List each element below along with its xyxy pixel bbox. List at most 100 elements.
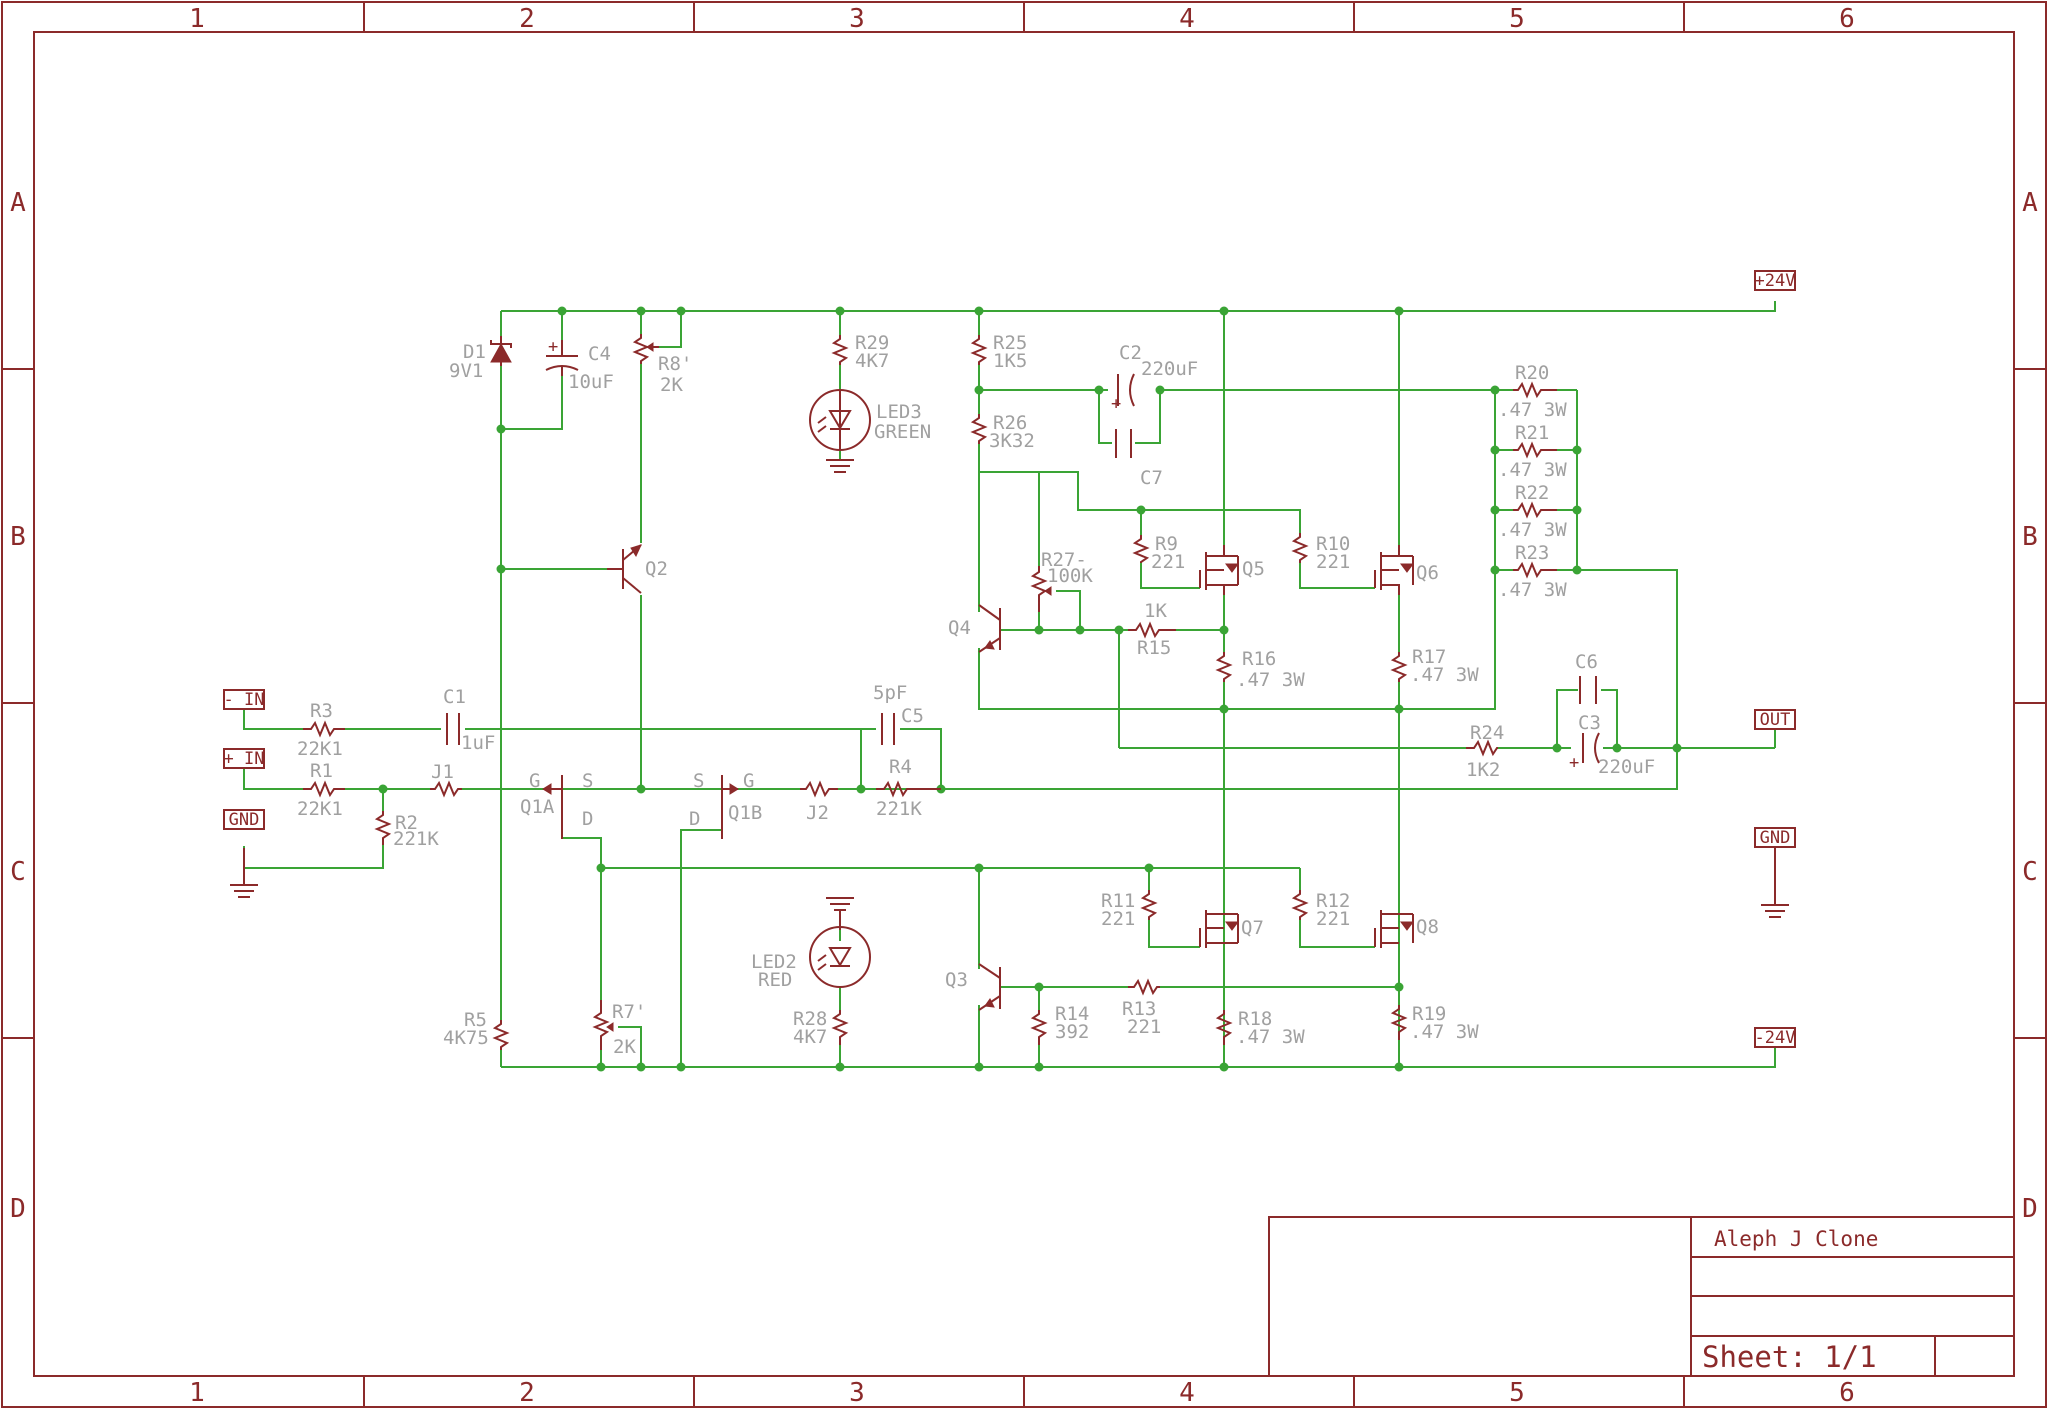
d1-name: D1 [463, 341, 486, 363]
q4-name: Q4 [948, 617, 971, 639]
resistor-r16: R16 .47 3W [1215, 648, 1305, 691]
r27-name: R27- [1041, 549, 1087, 571]
row-label-c-left: C [10, 857, 26, 887]
jumper-j2: J2 [800, 780, 838, 824]
r18-value: .47 3W [1236, 1026, 1305, 1048]
row-label-b-left: B [10, 522, 26, 552]
r9-name: R9 [1155, 533, 1178, 555]
q1b-drain: D [689, 808, 700, 830]
port-neg24v-label: -24V [1755, 1028, 1796, 1048]
r26-name: R26 [993, 412, 1027, 434]
row-label-c-right: C [2022, 857, 2038, 887]
r16-value: .47 3W [1236, 669, 1305, 691]
col-label-4-bottom: 4 [1179, 1378, 1195, 1408]
c4-value: 10uF [568, 371, 614, 393]
capacitor-c4: + C4 10uF [545, 337, 614, 393]
resistor-r23: R23 .47 3W [1498, 542, 1567, 601]
q1a-source: S [582, 770, 593, 792]
r12-name: R12 [1316, 890, 1350, 912]
col-label-1-top: 1 [189, 4, 205, 34]
r8-name: R8' [658, 353, 692, 375]
c3-value: 220uF [1598, 756, 1655, 778]
r25-name: R25 [993, 332, 1027, 354]
r25-value: 1K5 [993, 350, 1027, 372]
r3-value: 22K1 [297, 738, 343, 760]
r13-value: 221 [1127, 1016, 1161, 1038]
port-gnd-out-label: GND [1760, 828, 1791, 848]
resistor-r10: R10 221 [1291, 533, 1350, 573]
mosfet-q8: Q8 [1374, 910, 1439, 948]
led2-value: RED [758, 969, 792, 991]
r16-name: R16 [1242, 648, 1276, 670]
r17-value: .47 3W [1410, 664, 1479, 686]
c2-name: C2 [1119, 342, 1142, 364]
r24-name: R24 [1470, 722, 1504, 744]
resistor-r17: R17 .47 3W [1390, 646, 1479, 686]
col-label-5-bottom: 5 [1509, 1378, 1525, 1408]
mosfet-q6: Q6 [1374, 545, 1439, 595]
resistor-r15: 1K R15 [1128, 600, 1176, 659]
r7-value: 2K [613, 1036, 636, 1058]
led-led2: LED2 RED [751, 897, 871, 991]
c1-value: 1uF [461, 732, 495, 754]
title-block: Aleph J Clone Sheet: 1/1 [1268, 1216, 2015, 1377]
r28-name: R28 [793, 1008, 827, 1030]
wires [243, 301, 1776, 1068]
resistor-r4: R4 221K [876, 756, 941, 820]
r10-name: R10 [1316, 533, 1350, 555]
q3-name: Q3 [945, 969, 968, 991]
port-neg24v: -24V [1754, 1027, 1796, 1048]
resistor-r12: R12 221 [1291, 890, 1350, 930]
svg-text:+: + [548, 337, 558, 357]
q5-name: Q5 [1242, 558, 1265, 580]
trimmer-r27: R27- 100K [1030, 549, 1093, 612]
r17-name: R17 [1412, 646, 1446, 668]
r29-name: R29 [855, 332, 889, 354]
port-gnd-in: GND [223, 809, 265, 898]
q2-name: Q2 [645, 558, 668, 580]
r4-name: R4 [889, 756, 912, 778]
r11-name: R11 [1101, 890, 1135, 912]
q1a-gate: G [529, 770, 540, 792]
port-pos-in-label: + IN [224, 749, 265, 769]
r5-value: 4K75 [443, 1027, 489, 1049]
r26-value: 3K32 [989, 430, 1035, 452]
port-out-label: OUT [1760, 710, 1791, 730]
j1-name: J1 [431, 761, 454, 783]
jumper-j1: J1 [430, 761, 462, 798]
row-label-a-left: A [10, 188, 26, 218]
r2-name: R2 [395, 812, 418, 834]
col-label-2-bottom: 2 [519, 1378, 535, 1408]
r24-value: 1K2 [1466, 759, 1500, 781]
capacitor-c6: C6 [1575, 651, 1598, 704]
resistor-r5: R5 4K75 [443, 1009, 510, 1050]
port-out: OUT [1754, 709, 1796, 730]
resistor-r14: R14 392 [1030, 1003, 1089, 1045]
c5-value: 5pF [873, 682, 907, 704]
q1b-gate: G [743, 770, 754, 792]
resistor-r22: R22 .47 3W [1498, 482, 1567, 541]
capacitor-c5: 5pF C5 [873, 682, 924, 745]
capacitor-c1: C1 1uF [443, 686, 495, 754]
c4-name: C4 [588, 343, 611, 365]
col-label-4-top: 4 [1179, 4, 1195, 34]
mosfet-q5: Q5 [1199, 545, 1265, 595]
port-neg-in-label: - IN [224, 690, 265, 710]
port-pos24v: +24V [1754, 270, 1796, 291]
resistor-r9: R9 221 [1132, 533, 1185, 573]
r19-name: R19 [1412, 1003, 1446, 1025]
resistor-r2: R2 221K [374, 811, 439, 850]
svg-text:+: + [1569, 753, 1579, 773]
resistor-r18: R18 .47 3W [1215, 1008, 1305, 1048]
resistor-r1: R1 22K1 [297, 760, 345, 820]
r23-name: R23 [1515, 542, 1549, 564]
r2-value: 221K [393, 828, 439, 850]
q1a-name: Q1A [520, 796, 555, 818]
r4-value: 221K [876, 798, 922, 820]
resistor-r11: R11 221 [1101, 890, 1158, 930]
r7-name: R7' [612, 1001, 646, 1023]
c5-name: C5 [901, 705, 924, 727]
r10-value: 221 [1316, 551, 1350, 573]
jfet-q1b: S G D Q1B [689, 770, 762, 839]
col-label-3-top: 3 [849, 4, 865, 34]
